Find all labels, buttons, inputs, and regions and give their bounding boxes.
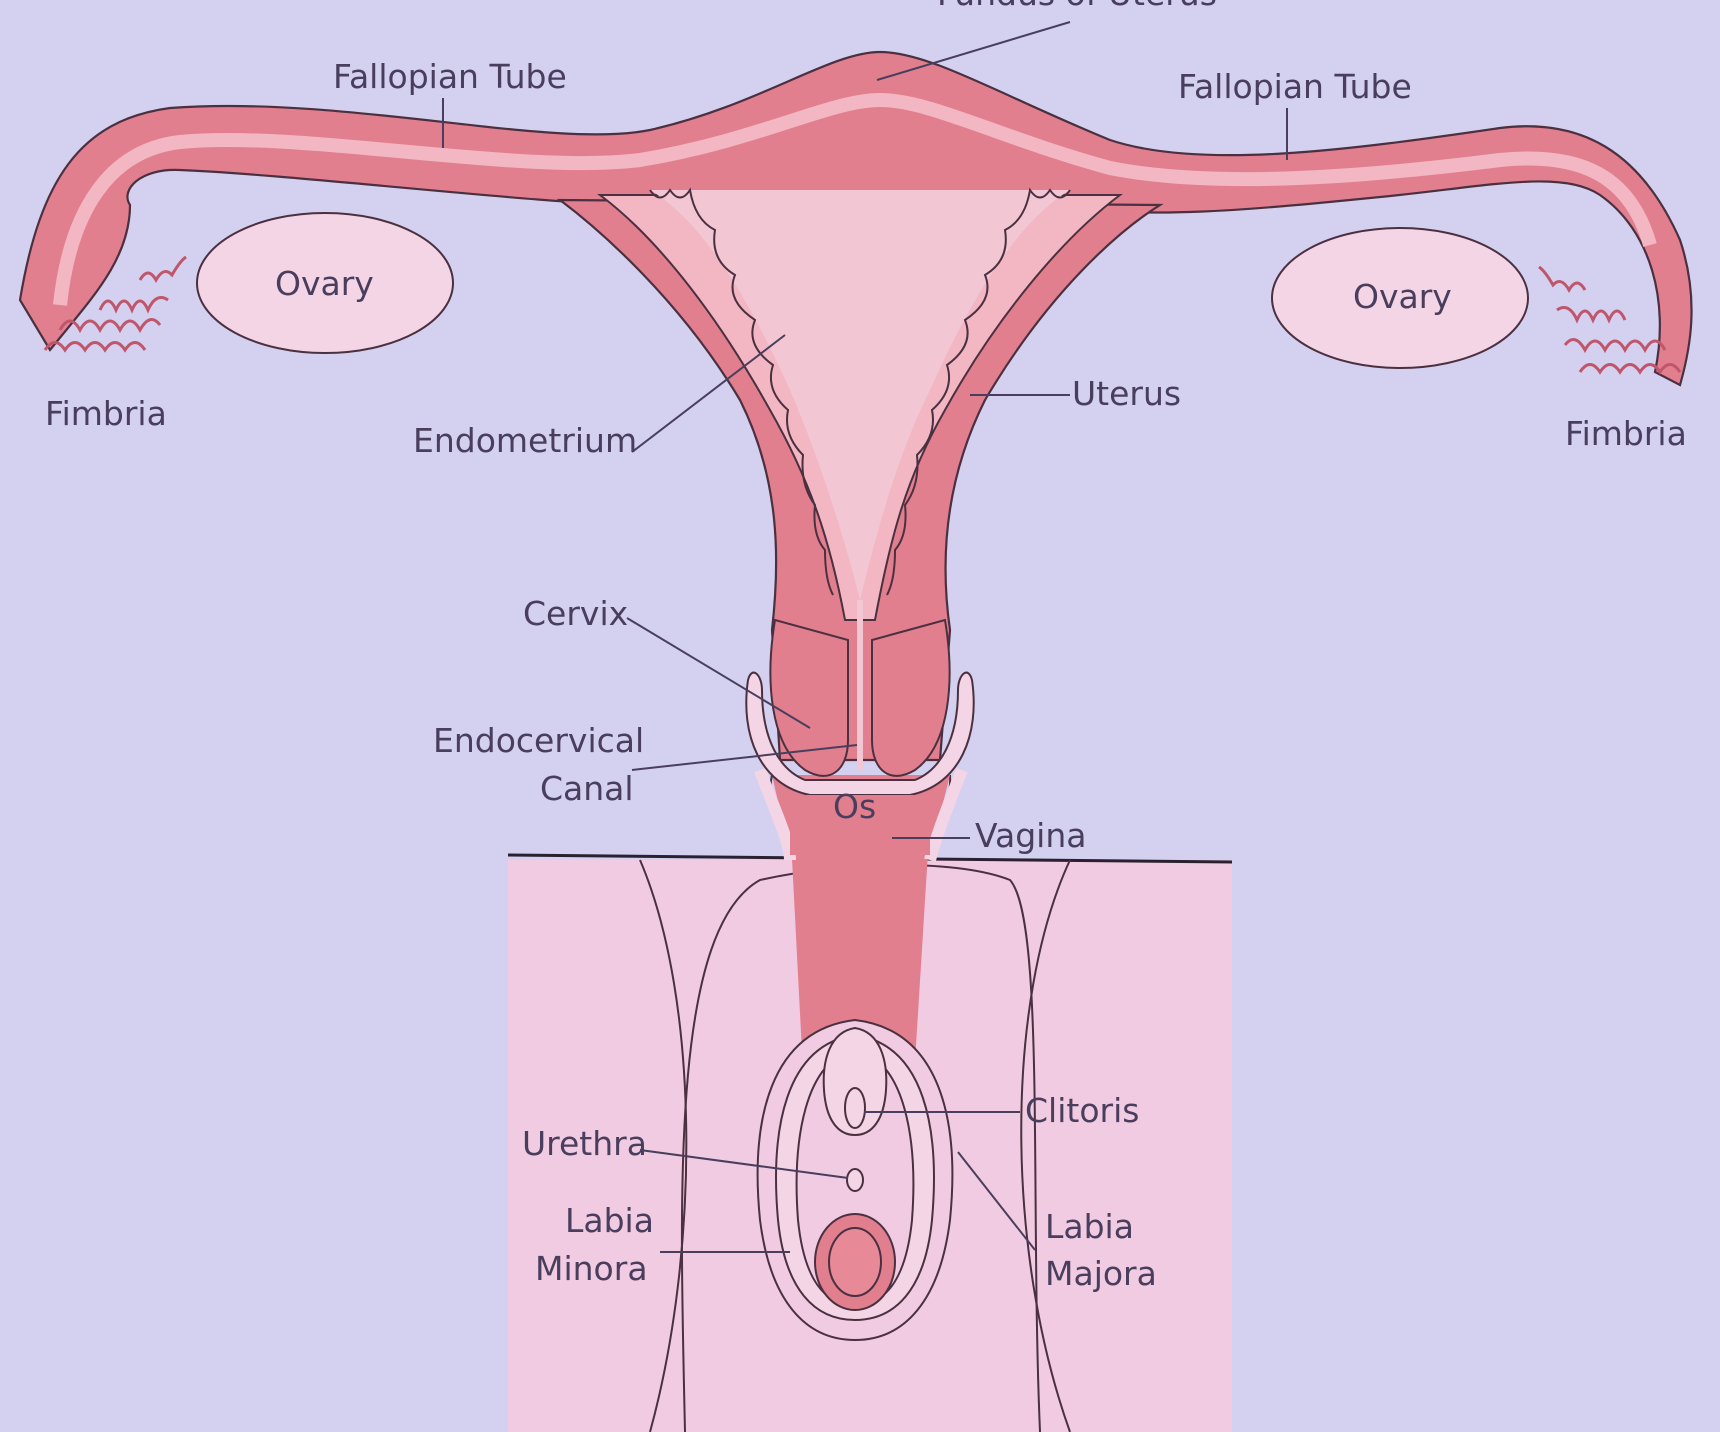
label-os: Os — [833, 787, 876, 826]
label-fimbria-right: Fimbria — [1565, 414, 1687, 453]
label-labia-majora-2: Majora — [1045, 1254, 1157, 1293]
label-endocervical-1: Endocervical — [433, 721, 644, 760]
urethral-opening — [847, 1169, 863, 1191]
label-fimbria-left: Fimbria — [45, 394, 167, 433]
label-labia-majora-1: Labia — [1045, 1207, 1134, 1246]
label-ovary-right: Ovary — [1353, 277, 1452, 316]
label-endometrium: Endometrium — [413, 421, 637, 460]
label-labia-minora-1: Labia — [565, 1201, 654, 1240]
label-uterus: Uterus — [1072, 374, 1181, 413]
label-vagina: Vagina — [975, 816, 1087, 855]
label-ovary-left: Ovary — [275, 264, 374, 303]
label-urethra: Urethra — [522, 1124, 647, 1163]
label-cervix: Cervix — [523, 594, 628, 633]
vaginal-opening-inner — [829, 1228, 881, 1296]
label-fallopian-right: Fallopian Tube — [1178, 67, 1412, 106]
label-fundus: Fundus of Uterus — [937, 0, 1217, 13]
label-labia-minora-2: Minora — [535, 1249, 648, 1288]
leader-fundus — [877, 22, 1070, 80]
label-endocervical-2: Canal — [540, 769, 634, 808]
clitoris-glans — [845, 1088, 865, 1128]
label-fallopian-left: Fallopian Tube — [333, 57, 567, 96]
label-clitoris: Clitoris — [1025, 1091, 1139, 1130]
